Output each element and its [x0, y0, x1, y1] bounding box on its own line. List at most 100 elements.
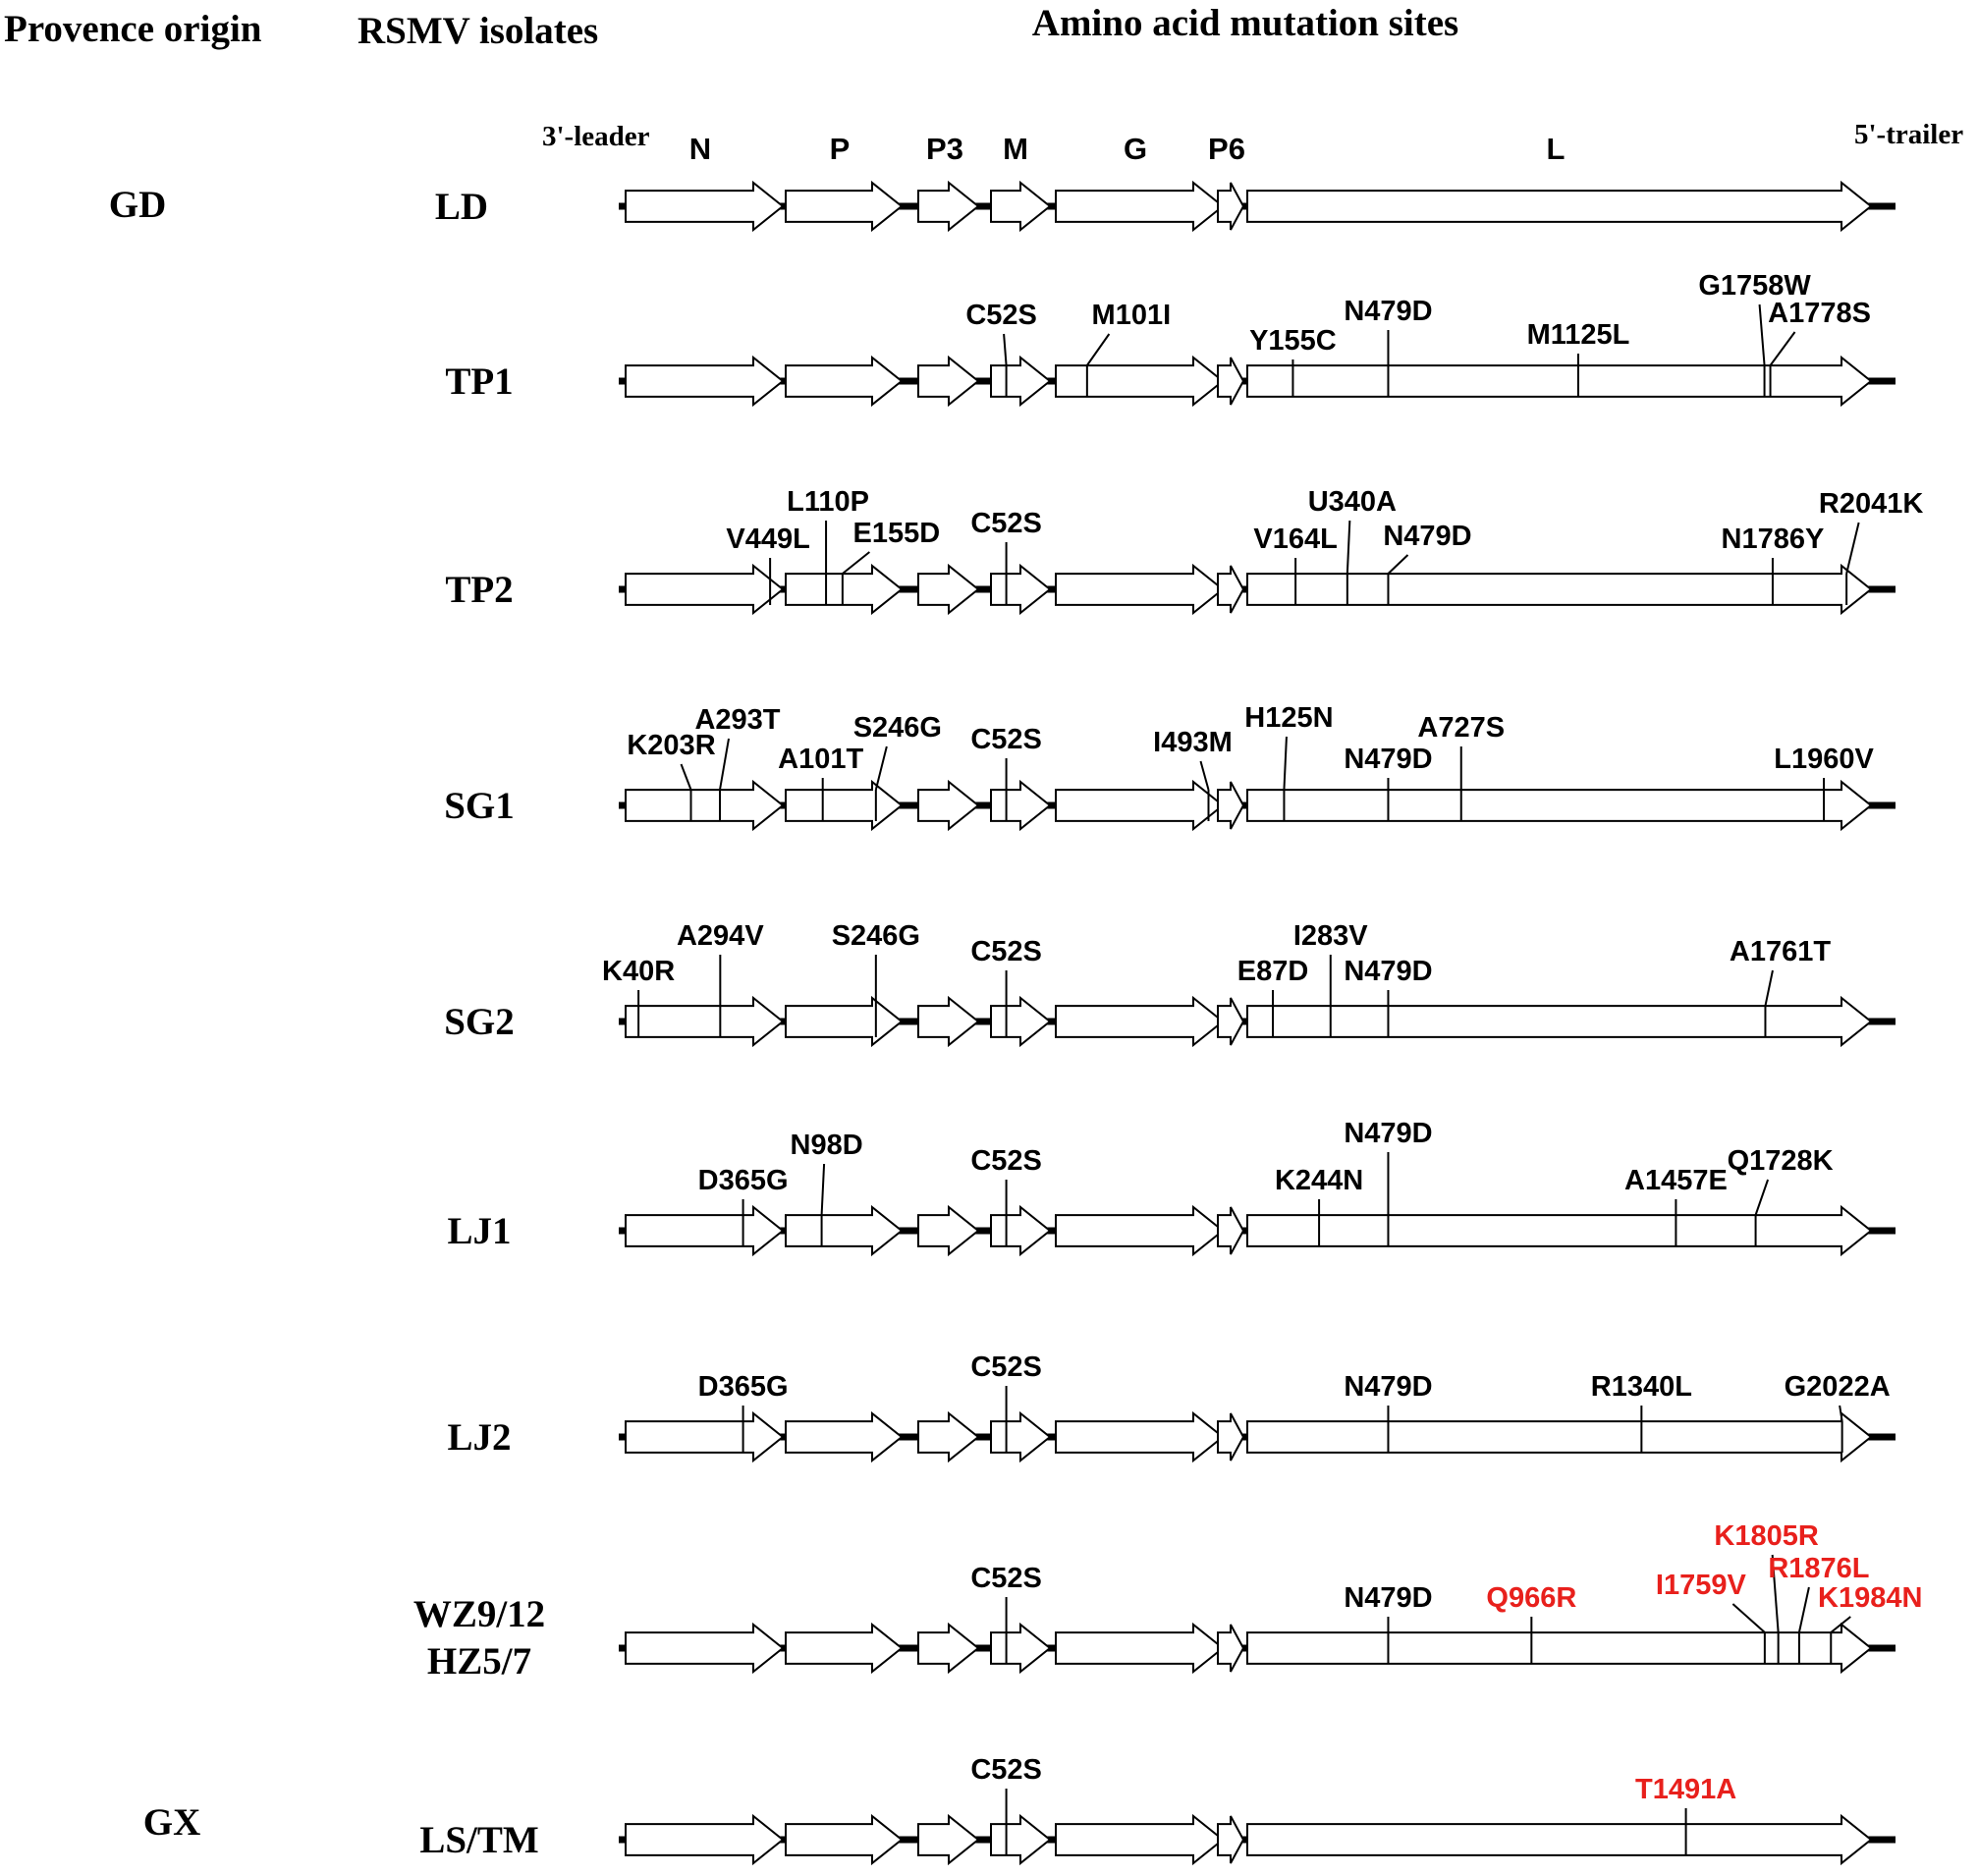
- gene-p-arrow: [785, 1410, 904, 1463]
- gene-p3-arrow: [917, 180, 980, 233]
- isolate-name: TP2: [445, 569, 513, 611]
- leader-label: 3'-leader: [542, 121, 650, 152]
- mutation-label-n479d: N479D: [1344, 744, 1432, 775]
- mutation-label-l110p: L110P: [787, 486, 869, 518]
- gene-p6-arrow: [1217, 357, 1245, 406]
- gene-n-arrow: [625, 1204, 785, 1257]
- gene-g-arrow: [1055, 563, 1225, 616]
- header-provence-origin: Provence origin: [4, 8, 262, 50]
- isolate-name: WZ9/12: [413, 1593, 545, 1635]
- mutation-label-i1759v: I1759V: [1656, 1570, 1747, 1601]
- gene-label-m: M: [1003, 132, 1028, 166]
- isolate-name-2: HZ5/7: [427, 1640, 531, 1683]
- gene-g-arrow: [1055, 355, 1225, 408]
- mutation-leader-line: [842, 551, 870, 575]
- origin-gd: GD: [109, 184, 167, 226]
- gene-label-g: G: [1124, 132, 1147, 166]
- gene-n-arrow: [625, 1410, 785, 1463]
- mutation-label-n98d: N98D: [791, 1130, 863, 1161]
- gene-m-arrow: [990, 1622, 1052, 1675]
- mutation-label-a294v: A294V: [677, 920, 764, 952]
- gene-m-arrow: [990, 1204, 1052, 1257]
- origin-labels: GDGXHN: [109, 0, 201, 1844]
- mutation-label-c52s: C52S: [970, 508, 1042, 539]
- gene-p3-arrow: [917, 1622, 980, 1675]
- mutation-label-n479d: N479D: [1344, 1118, 1432, 1149]
- mutation-label-g1758w: G1758W: [1698, 270, 1811, 302]
- gene-g-arrow: [1055, 1204, 1225, 1257]
- gene-g-arrow: [1055, 1813, 1225, 1866]
- mutation-label-a1457e: A1457E: [1624, 1165, 1728, 1196]
- mutation-label-k203r: K203R: [627, 730, 715, 761]
- mutation-label-c52s: C52S: [970, 1754, 1042, 1786]
- gene-p-arrow: [785, 779, 904, 832]
- mutation-label-k244n: K244N: [1275, 1165, 1363, 1196]
- gene-n-arrow: [625, 1813, 785, 1866]
- mutation-leader-line: [1771, 1554, 1780, 1633]
- mutation-label-m1125l: M1125L: [1527, 319, 1630, 351]
- trailer-label: 5'-trailer: [1854, 119, 1963, 150]
- mutation-label-a101t: A101T: [778, 744, 863, 775]
- gene-p-arrow: [785, 355, 904, 408]
- mutation-label-s246g: S246G: [832, 920, 920, 952]
- mutation-label-a1761t: A1761T: [1730, 936, 1831, 967]
- gene-m-arrow: [990, 355, 1052, 408]
- mutation-label-q1728k: Q1728K: [1728, 1145, 1834, 1177]
- mutation-leader-line: [680, 763, 692, 791]
- gene-m-arrow: [990, 180, 1052, 233]
- mutation-label-i283v: I283V: [1293, 920, 1368, 952]
- gene-label-n: N: [689, 132, 711, 166]
- mutation-label-v164l: V164L: [1253, 524, 1337, 555]
- mutation-leader-line: [1839, 1405, 1843, 1422]
- mutation-leader-line: [1797, 1586, 1810, 1633]
- mutation-leader-line: [719, 738, 730, 791]
- isolate-name: TP1: [445, 360, 513, 403]
- gene-p-arrow: [785, 1813, 904, 1866]
- gene-p6-arrow: [1217, 565, 1245, 614]
- mutation-label-n479d: N479D: [1344, 296, 1432, 327]
- gene-p3-arrow: [917, 995, 980, 1048]
- mutation-label-c52s: C52S: [970, 1563, 1042, 1594]
- gene-n-arrow: [625, 563, 785, 616]
- gene-n-arrow: [625, 779, 785, 832]
- mutation-label-u340a: U340A: [1308, 486, 1397, 518]
- gene-l-arrow: [1246, 563, 1873, 616]
- gene-p3-arrow: [917, 1410, 980, 1463]
- gene-p3-arrow: [917, 1813, 980, 1866]
- mutation-label-k40r: K40R: [602, 956, 675, 987]
- mutation-label-l1960v: L1960V: [1774, 744, 1874, 775]
- gene-l-arrow: [1246, 180, 1873, 233]
- mutation-label-c52s: C52S: [970, 724, 1042, 755]
- mutation-label-a1778s: A1778S: [1768, 298, 1871, 329]
- isolate-name: LJ1: [447, 1210, 511, 1252]
- gene-m-arrow: [990, 995, 1052, 1048]
- mutation-leader-line: [1769, 331, 1796, 366]
- gene-p6-arrow: [1217, 1206, 1245, 1255]
- gene-p3-arrow: [917, 1204, 980, 1257]
- gene-n-arrow: [625, 995, 785, 1048]
- mutation-leader-line: [1387, 554, 1409, 575]
- gene-p3-arrow: [917, 355, 980, 408]
- mutation-label-n479d: N479D: [1344, 1582, 1432, 1614]
- mutation-leader-line: [1283, 736, 1288, 791]
- mutation-label-k1984n: K1984N: [1818, 1582, 1922, 1614]
- mutation-leader-line: [1754, 1179, 1770, 1216]
- mutation-leader-line: [820, 1163, 826, 1216]
- mutation-leader-line: [1199, 760, 1210, 791]
- gene-m-arrow: [990, 1410, 1052, 1463]
- gene-p6-arrow: [1217, 1624, 1245, 1673]
- gene-p6-arrow: [1217, 1412, 1245, 1462]
- mutation-leader-line: [1346, 520, 1351, 575]
- gene-n-arrow: [625, 180, 785, 233]
- mutation-label-v449l: V449L: [726, 524, 809, 555]
- header-rsmv-isolates: RSMV isolates: [357, 10, 598, 52]
- mutation-label-c52s: C52S: [970, 936, 1042, 967]
- mutation-label-r2041k: R2041K: [1819, 488, 1923, 520]
